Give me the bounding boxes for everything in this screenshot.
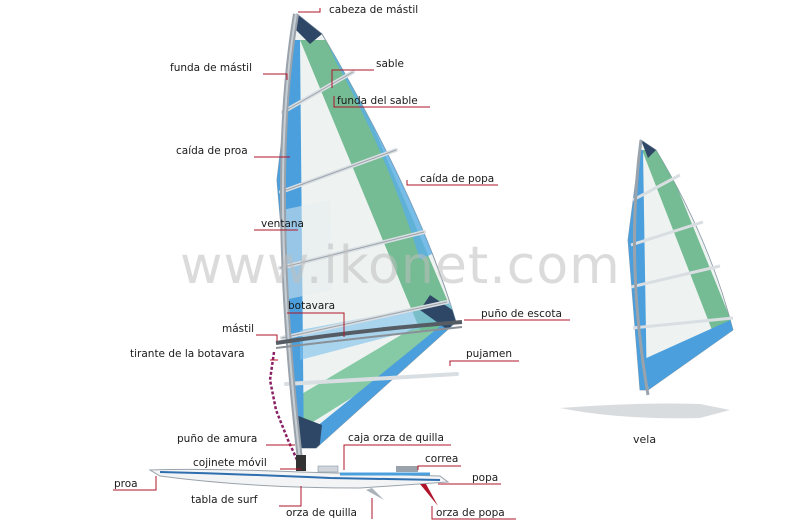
label-puno-amura: puño de amura: [177, 433, 258, 445]
label-tirante-botavara: tirante de la botavara: [130, 348, 245, 360]
label-caja-orza: caja orza de quilla: [348, 432, 444, 444]
label-puno-escota: puño de escota: [481, 308, 562, 320]
label-orza-quilla: orza de quilla: [286, 507, 357, 519]
small-sail: [560, 139, 734, 419]
label-proa: proa: [114, 478, 138, 490]
label-correa: correa: [425, 453, 459, 465]
small-sail-caption: vela: [633, 433, 657, 446]
label-cojinete-movil: cojinete móvil: [193, 457, 267, 469]
watermark: www.ikonet.com: [180, 236, 621, 296]
label-botavara: botavara: [288, 300, 336, 312]
label-orza-popa: orza de popa: [436, 507, 505, 519]
label-tabla-surf: tabla de surf: [191, 494, 258, 506]
label-pujamen: pujamen: [466, 348, 513, 360]
label-caida-popa: caída de popa: [420, 173, 495, 185]
label-sable: sable: [376, 58, 404, 70]
leader-lines: [113, 8, 570, 520]
label-funda-sable: funda del sable: [337, 95, 418, 107]
surfboard: [148, 465, 450, 506]
label-funda-mastil: funda de mástil: [170, 62, 252, 74]
label-caida-proa: caída de proa: [176, 145, 248, 157]
label-ventana: ventana: [261, 218, 304, 230]
label-popa: popa: [472, 472, 499, 484]
label-cabeza-mastil: cabeza de mástil: [329, 4, 419, 16]
label-mastil: mástil: [222, 323, 255, 335]
